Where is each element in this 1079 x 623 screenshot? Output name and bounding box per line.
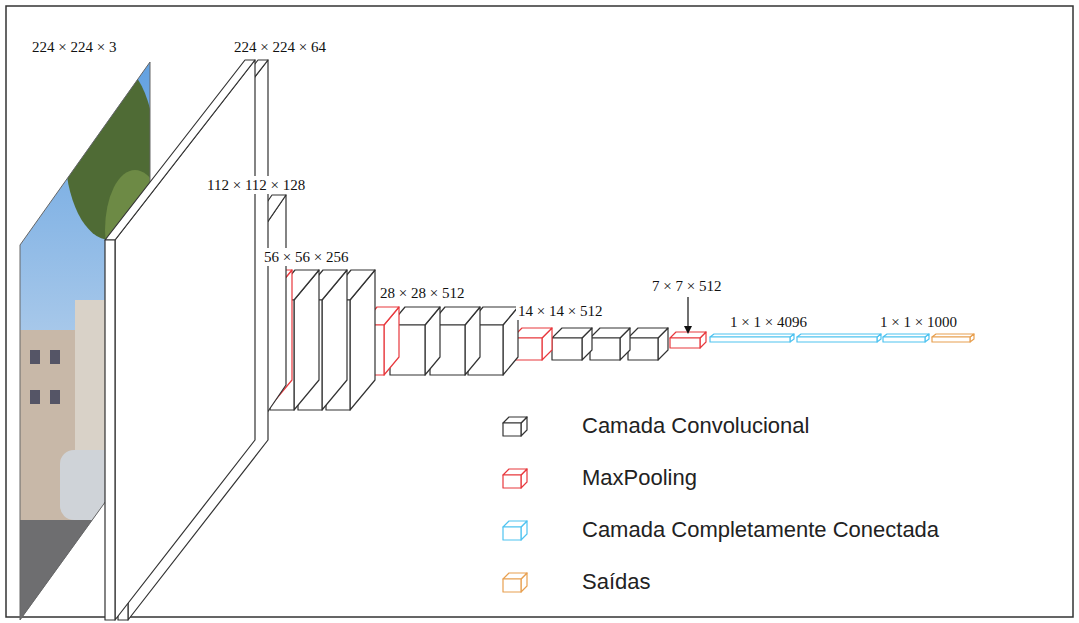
layer-block (932, 334, 974, 342)
dimension-label: 14 × 14 × 512 (516, 302, 604, 320)
pointer-line (687, 297, 688, 328)
legend-swatch (500, 467, 530, 491)
layer-block (105, 60, 255, 620)
layer-block (552, 328, 592, 360)
layer-block (503, 469, 527, 488)
legend-text: MaxPooling (582, 463, 697, 493)
dimension-label: 56 × 56 × 256 (262, 248, 350, 266)
layer-block (628, 328, 668, 360)
legend-text: Camada Convolucional (582, 411, 809, 441)
legend-text: Camada Completamente Conectada (582, 515, 939, 545)
layer-block (503, 573, 527, 592)
layer-block (503, 417, 527, 436)
dimension-label: 7 × 7 × 512 (650, 277, 723, 295)
dimension-label: 1 × 1 × 1000 (878, 313, 959, 331)
dimension-label: 224 × 224 × 64 (232, 38, 328, 56)
layer-block (710, 334, 794, 342)
layer-block (797, 334, 881, 342)
pointer-head (684, 326, 692, 334)
legend-swatch (500, 571, 530, 595)
dimension-label: 28 × 28 × 512 (378, 284, 466, 302)
layer-block (670, 332, 706, 348)
layer-block (503, 521, 527, 540)
layer-block (883, 334, 929, 342)
dimension-label: 112 × 112 × 128 (205, 176, 307, 194)
legend-text: Saídas (582, 567, 651, 597)
legend-swatch (500, 519, 530, 543)
legend-swatch (500, 415, 530, 439)
dimension-label: 1 × 1 × 4096 (728, 313, 809, 331)
layer-block (590, 328, 630, 360)
dimension-label: 224 × 224 × 3 (30, 38, 118, 56)
